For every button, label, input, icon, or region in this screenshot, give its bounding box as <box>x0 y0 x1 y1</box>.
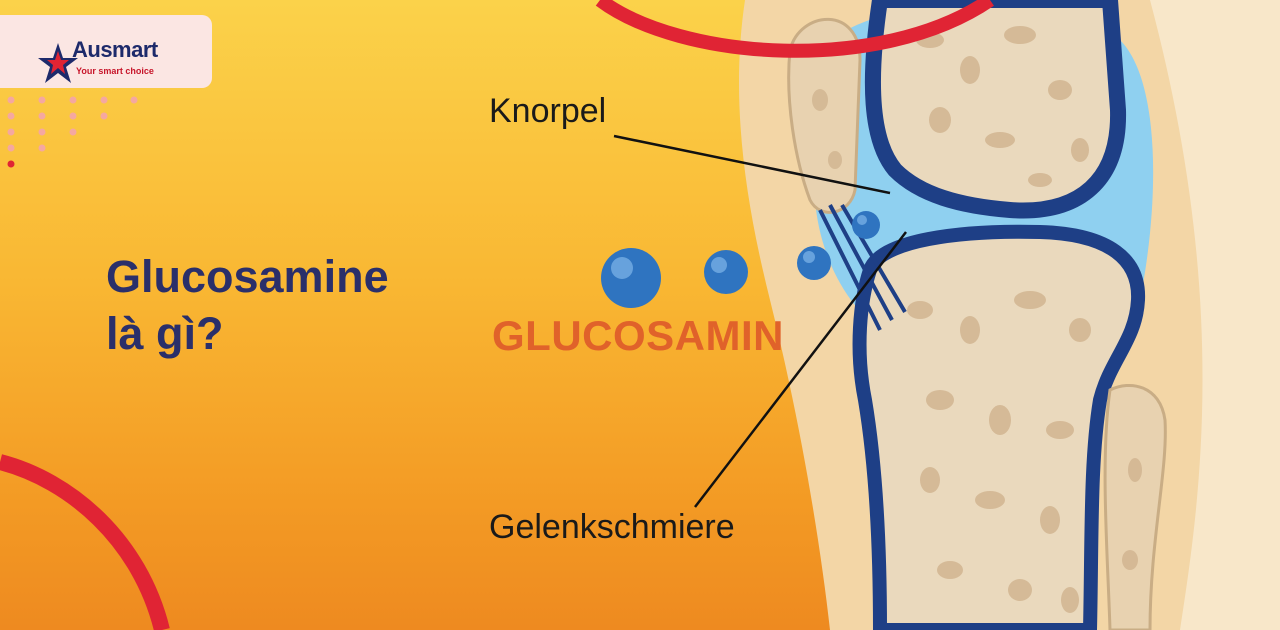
glucosamine-molecules <box>601 211 880 308</box>
red-arc-top <box>595 0 994 58</box>
glucosamin-label: GLUCOSAMIN <box>492 312 784 359</box>
brand-logo[interactable]: Ausmart Your smart choice <box>0 15 212 88</box>
red-arc-bottom-left <box>0 454 170 630</box>
star-logo-icon <box>38 43 78 83</box>
brand-name: Ausmart <box>72 37 158 62</box>
knorpel-leader-line <box>613 134 891 195</box>
page-title: Glucosamine là gì? <box>106 248 389 362</box>
femur-bone <box>864 0 1127 219</box>
gelenkschmiere-leader-line <box>694 231 907 508</box>
title-line-1: Glucosamine <box>106 251 389 302</box>
cartilage-label: Knorpel <box>489 92 607 130</box>
title-line-2: là gì? <box>106 308 224 359</box>
brand-tagline: Your smart choice <box>76 66 154 76</box>
synovial-fluid-label: Gelenkschmiere <box>489 508 735 546</box>
decorative-dot-grid <box>7 96 138 168</box>
